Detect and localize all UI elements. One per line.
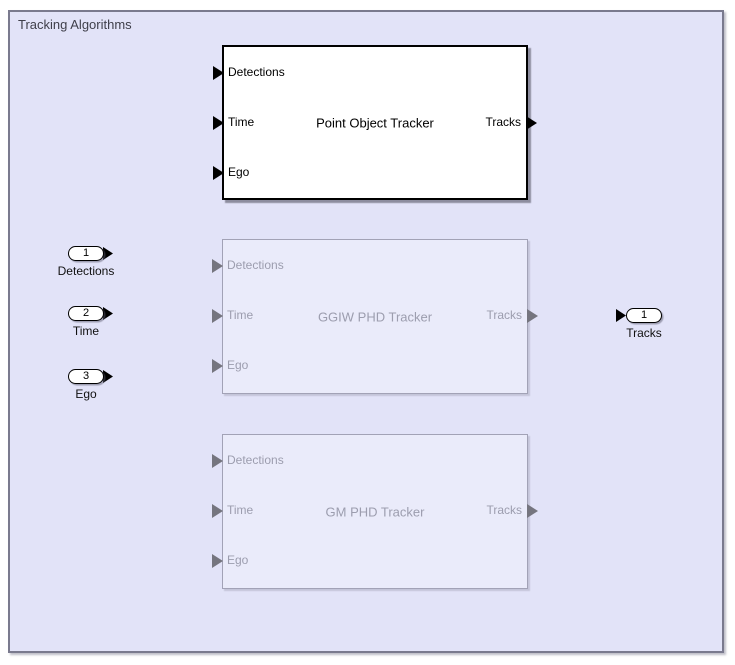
inport-arrow-icon <box>103 307 113 320</box>
area-title: Tracking Algorithms <box>18 17 132 32</box>
input-port-label: Detections <box>228 65 285 79</box>
input-port-label: Time <box>228 115 255 129</box>
output-port-arrow-icon <box>527 308 538 323</box>
input-port-detections[interactable]: Detections <box>213 65 285 80</box>
input-port-label: Time <box>227 308 254 322</box>
output-port-arrow-icon <box>526 115 537 130</box>
input-port-detections[interactable]: Detections <box>212 453 284 468</box>
block-point-object-tracker[interactable]: Detections Time Ego Point Object Tracker… <box>213 45 537 200</box>
input-port-detections[interactable]: Detections <box>212 258 284 273</box>
input-port-arrow-icon <box>212 453 223 468</box>
block-name-label: GM PHD Tracker <box>325 504 425 519</box>
output-port-tracks[interactable]: Tracks <box>485 115 537 130</box>
input-port-label: Detections <box>227 453 284 467</box>
block-name-label: GGIW PHD Tracker <box>317 309 433 324</box>
outport-arrow-icon <box>616 309 626 322</box>
output-port-label: Tracks <box>485 115 521 129</box>
tracking-algorithms-area[interactable]: Tracking Algorithms Detections Time Ego … <box>8 10 724 653</box>
block-ggiw-phd-tracker[interactable]: Detections Time Ego GGIW PHD Tracker Tra… <box>212 239 538 394</box>
inport-number-badge[interactable]: 1 <box>68 246 104 261</box>
inport-block-ego[interactable]: 3 Ego <box>41 369 131 401</box>
inport-number-badge[interactable]: 2 <box>68 306 104 321</box>
inport-label: Time <box>72 324 100 338</box>
input-port-arrow-icon <box>212 503 223 518</box>
input-port-ego[interactable]: Ego <box>212 358 249 373</box>
input-port-label: Ego <box>228 165 250 179</box>
input-port-arrow-icon <box>212 553 223 568</box>
input-port-ego[interactable]: Ego <box>213 165 250 180</box>
block-name-label: Point Object Tracker <box>316 115 434 130</box>
output-port-tracks[interactable]: Tracks <box>486 308 538 323</box>
block-gm-phd-tracker[interactable]: Detections Time Ego GM PHD Tracker Track… <box>212 434 538 589</box>
output-port-arrow-icon <box>527 503 538 518</box>
input-port-label: Ego <box>227 553 249 567</box>
inport-arrow-icon <box>103 370 113 383</box>
outport-block-tracks[interactable]: 1 Tracks <box>599 308 689 340</box>
input-port-arrow-icon <box>213 115 224 130</box>
inport-block-time[interactable]: 2 Time <box>41 306 131 338</box>
input-port-time[interactable]: Time <box>212 308 254 323</box>
input-port-arrow-icon <box>212 358 223 373</box>
inport-label: Detections <box>57 264 115 278</box>
outport-number-badge[interactable]: 1 <box>626 308 662 323</box>
input-port-time[interactable]: Time <box>213 115 255 130</box>
input-port-ego[interactable]: Ego <box>212 553 249 568</box>
output-port-label: Tracks <box>486 308 522 322</box>
outport-label: Tracks <box>626 326 662 340</box>
output-port-tracks[interactable]: Tracks <box>486 503 538 518</box>
input-port-arrow-icon <box>212 308 223 323</box>
input-port-arrow-icon <box>213 165 224 180</box>
input-port-label: Ego <box>227 358 249 372</box>
input-port-time[interactable]: Time <box>212 503 254 518</box>
input-port-label: Detections <box>227 258 284 272</box>
output-port-label: Tracks <box>486 503 522 517</box>
input-port-label: Time <box>227 503 254 517</box>
inport-block-detections[interactable]: 1 Detections <box>41 246 131 278</box>
input-port-arrow-icon <box>213 65 224 80</box>
input-port-arrow-icon <box>212 258 223 273</box>
inport-arrow-icon <box>103 247 113 260</box>
inport-label: Ego <box>75 387 97 401</box>
inport-number-badge[interactable]: 3 <box>68 369 104 384</box>
